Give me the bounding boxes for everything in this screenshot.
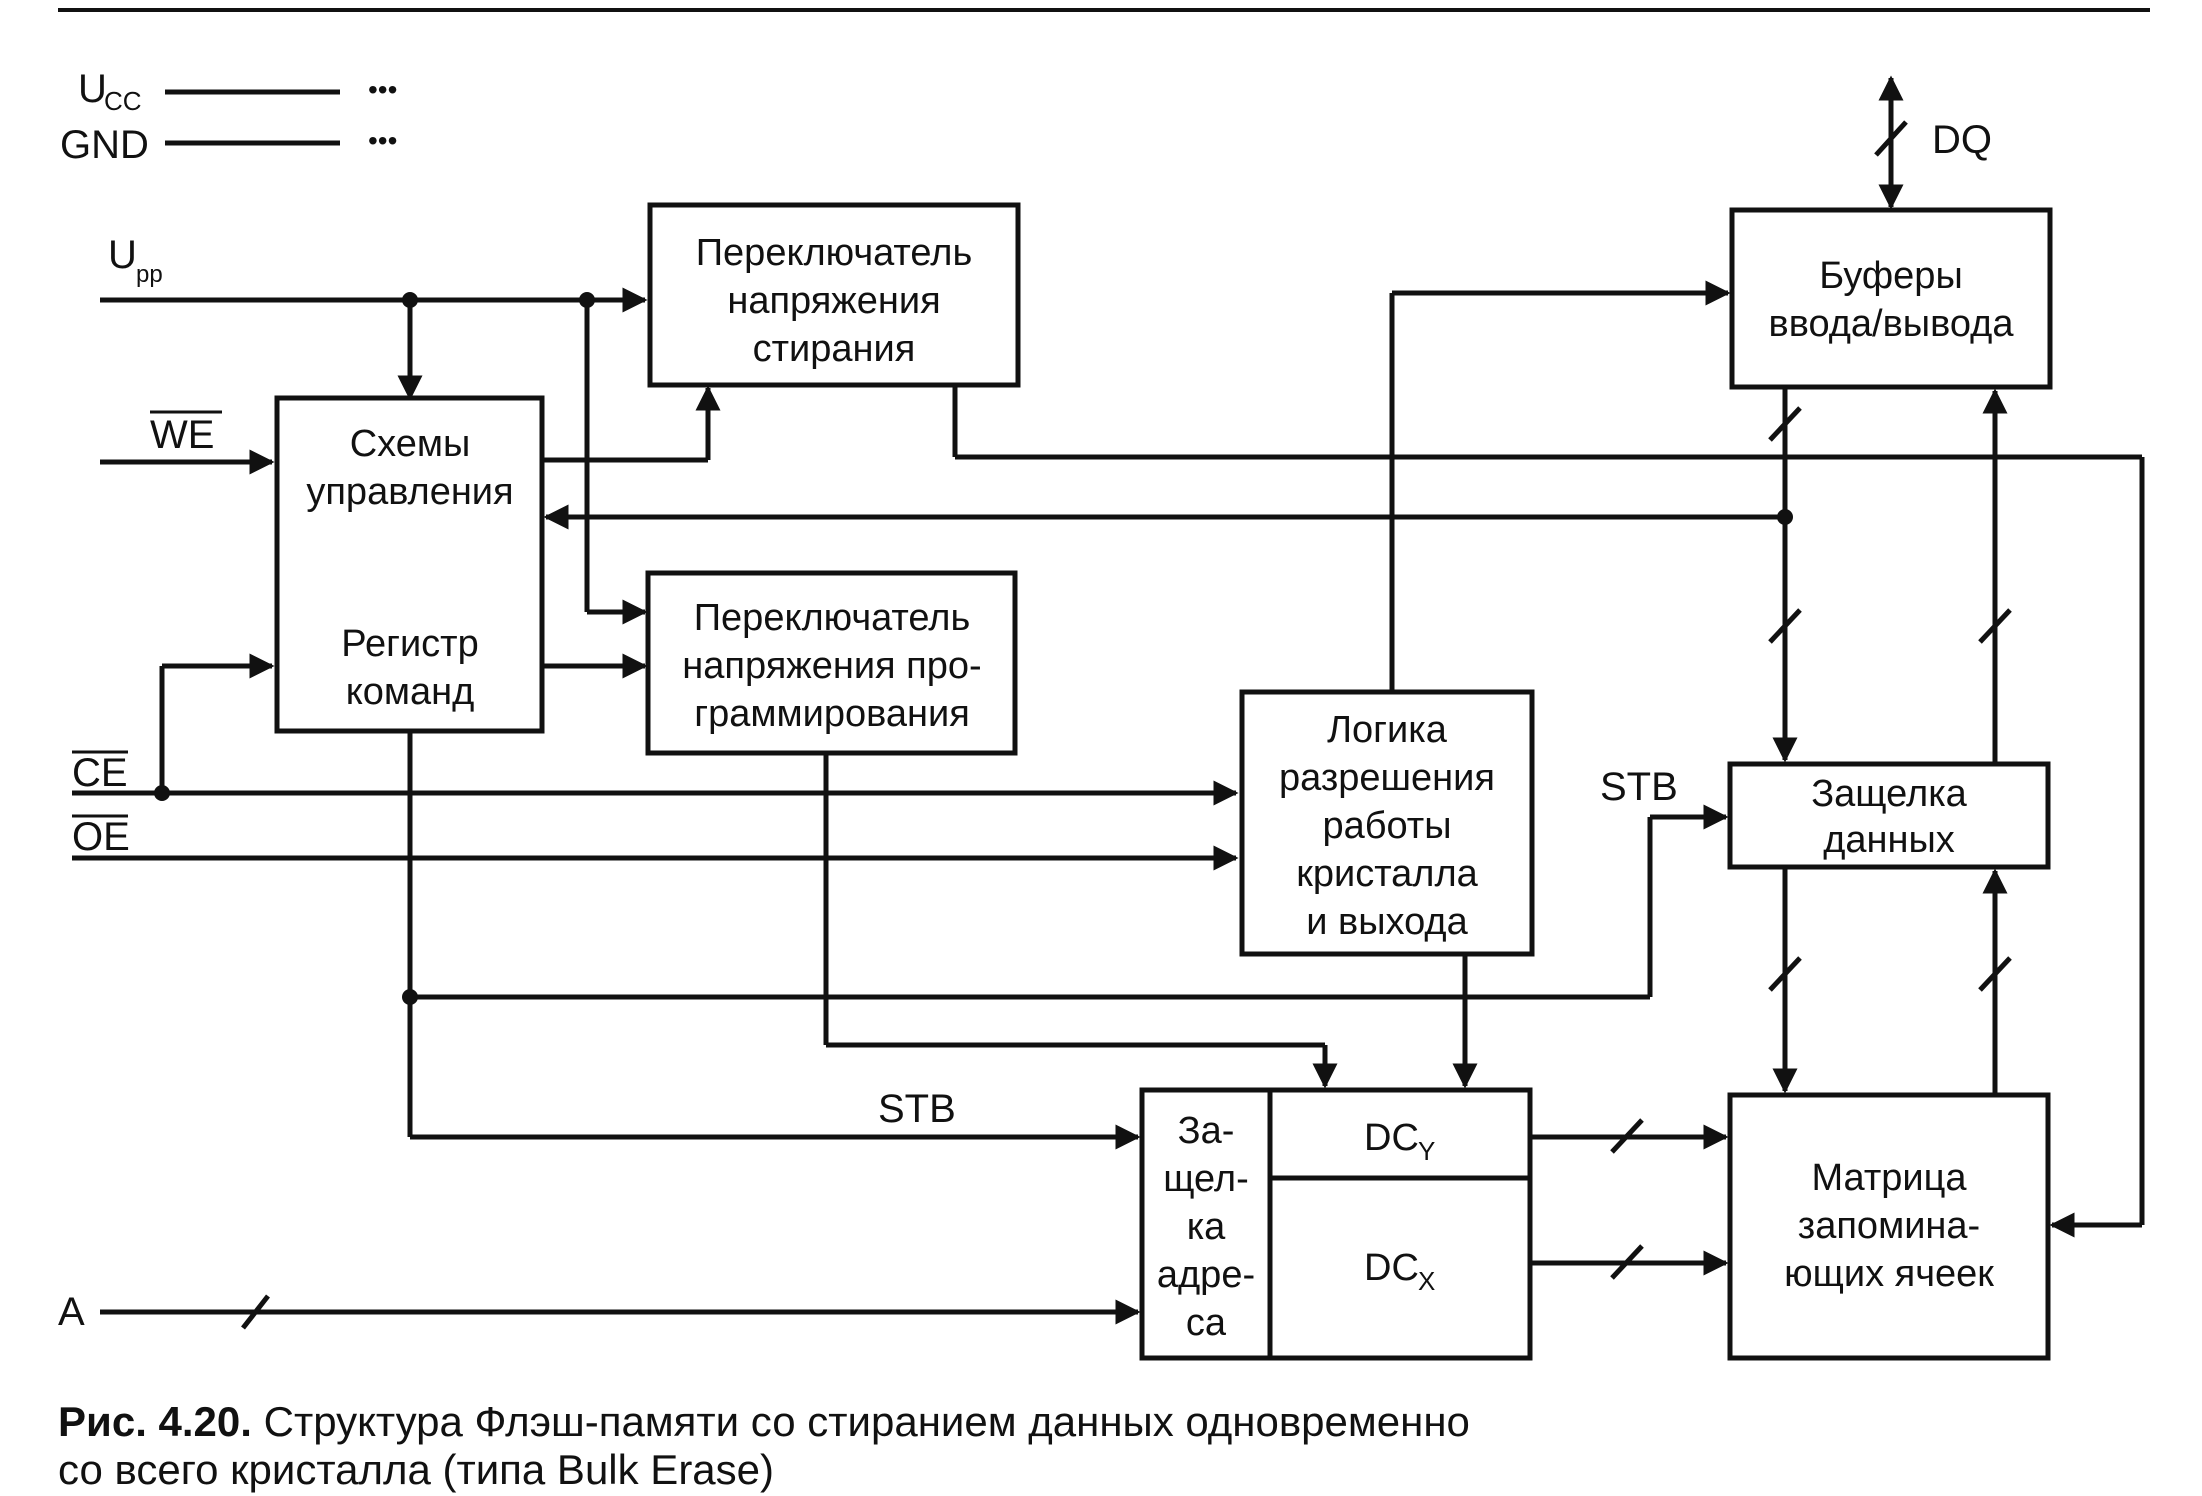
- address-latch-line1: За-: [1178, 1110, 1235, 1152]
- upp-subscript: pp: [136, 261, 163, 288]
- stb-bottom-label: STB: [878, 1087, 956, 1131]
- prog-switch-line3: граммирования: [694, 693, 970, 735]
- data-latch-line1: Защелка: [1811, 773, 1967, 815]
- data-latch-line2: данных: [1823, 819, 1955, 861]
- power-legend: U CC ••• GND •••: [60, 67, 397, 167]
- stb-right-label: STB: [1600, 765, 1678, 809]
- address-latch-line3: ка: [1187, 1206, 1226, 1248]
- dcx-label: DC: [1364, 1247, 1419, 1289]
- address-latch-line5: са: [1186, 1302, 1227, 1344]
- programming-voltage-switch-block: [645, 570, 1018, 756]
- a-label: A: [58, 1290, 85, 1334]
- upp-label: U: [108, 233, 137, 277]
- ucc-dots: •••: [368, 74, 397, 105]
- chip-output-enable-logic-block: [1239, 689, 1535, 957]
- dcy-subscript: Y: [1418, 1136, 1435, 1166]
- enable-logic-line4: кристалла: [1296, 853, 1478, 895]
- ce-label: CE: [72, 751, 128, 795]
- address-latch-line2: щел-: [1163, 1158, 1249, 1200]
- control-block: [274, 395, 545, 734]
- figure-caption: Рис. 4.20. Структура Флэш-памяти со стир…: [58, 1398, 1470, 1494]
- erase-switch-line3: стирания: [753, 328, 916, 370]
- prog-switch-line1: Переключатель: [694, 597, 971, 639]
- address-latch-decoder-block: [1139, 1087, 1533, 1361]
- caption-label: Рис. 4.20.: [58, 1398, 252, 1445]
- enable-logic-line5: и выхода: [1306, 901, 1468, 943]
- control-line2: управления: [306, 471, 513, 513]
- erase-switch-line1: Переключатель: [696, 232, 973, 274]
- matrix-line1: Матрица: [1811, 1157, 1967, 1199]
- command-register-line1: Регистр: [341, 623, 478, 665]
- gnd-dots: •••: [368, 125, 397, 156]
- enable-logic-line3: работы: [1322, 805, 1451, 847]
- control-line1: Схемы: [350, 423, 471, 465]
- we-label: WE: [150, 413, 214, 457]
- command-register-line2: команд: [346, 671, 475, 713]
- ucc-subscript: CC: [104, 86, 142, 116]
- io-buffers-line1: Буферы: [1819, 255, 1963, 297]
- dcx-subscript: X: [1418, 1266, 1435, 1296]
- erase-switch-line2: напряжения: [727, 280, 940, 322]
- enable-logic-line1: Логика: [1327, 709, 1448, 751]
- erase-voltage-switch-block: [647, 202, 1021, 388]
- dq-label: DQ: [1932, 118, 1992, 162]
- oe-label: OE: [72, 815, 130, 859]
- address-latch-line4: адре-: [1157, 1254, 1255, 1296]
- enable-logic-line2: разрешения: [1279, 757, 1495, 799]
- ucc-label: U: [78, 67, 107, 111]
- io-buffers-line2: ввода/вывода: [1769, 303, 2015, 345]
- matrix-line2: запомина-: [1798, 1205, 1980, 1247]
- memory-cell-matrix-block: [1727, 1092, 2051, 1361]
- dcy-label: DC: [1364, 1117, 1419, 1159]
- prog-switch-line2: напряжения про-: [682, 645, 981, 687]
- caption-line1: Структура Флэш-памяти со стиранием данны…: [251, 1398, 1470, 1445]
- gnd-label: GND: [60, 123, 149, 167]
- io-buffers-block: [1729, 207, 2053, 390]
- matrix-line3: ющих ячеек: [1784, 1253, 1994, 1295]
- data-latch-block: [1727, 761, 2051, 870]
- caption-line2: со всего кристалла (типа Bulk Erase): [58, 1446, 775, 1493]
